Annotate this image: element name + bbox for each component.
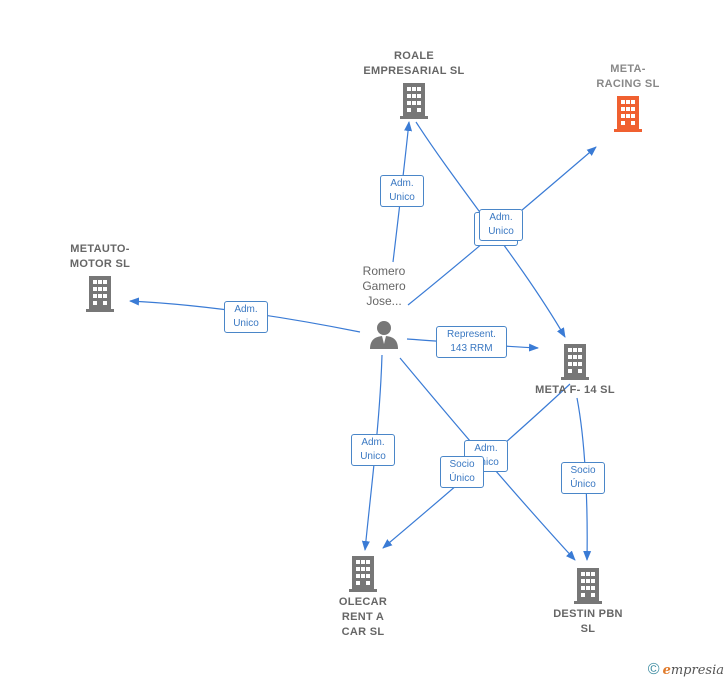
edge-label-socio-olecar[interactable]: Socio Único bbox=[440, 456, 484, 488]
edge-label-adm-roale[interactable]: Adm. Unico bbox=[380, 175, 424, 207]
company-node-olecar[interactable]: OLECAR RENT A CAR SL bbox=[318, 556, 408, 640]
building-icon bbox=[349, 556, 377, 592]
edge-label-socio-destin[interactable]: Socio Único bbox=[561, 462, 605, 494]
company-label-meta-f14[interactable]: META F- 14 SL bbox=[535, 384, 615, 396]
building-icon bbox=[561, 344, 589, 380]
building-icon bbox=[574, 568, 602, 604]
brand-logo-initial: e bbox=[662, 663, 671, 678]
building-icon bbox=[86, 276, 114, 312]
edge-label-adm-metauto[interactable]: Adm. Unico bbox=[224, 301, 268, 333]
company-label-roale[interactable]: ROALE EMPRESARIAL SL bbox=[363, 50, 465, 77]
company-label-metauto[interactable]: METAUTO- MOTOR SL bbox=[69, 243, 131, 270]
edge-label-adm-olecar[interactable]: Adm. Unico bbox=[351, 434, 395, 466]
building-icon bbox=[400, 83, 428, 119]
company-label-olecar[interactable]: OLECAR RENT A CAR SL bbox=[338, 596, 388, 638]
person-node[interactable]: Romero Gamero Jose... bbox=[344, 264, 424, 349]
edge-label-adm-meta-racing[interactable]: Adm. Unico bbox=[479, 209, 523, 241]
company-node-metauto[interactable]: METAUTO- MOTOR SL bbox=[50, 242, 150, 312]
brand-logo-text: mpresia bbox=[670, 663, 724, 678]
person-label[interactable]: Romero Gamero Jose... bbox=[362, 264, 406, 308]
person-icon bbox=[370, 321, 398, 349]
company-label-destin[interactable]: DESTIN PBN SL bbox=[553, 608, 623, 635]
company-node-meta-racing[interactable]: META- RACING SL bbox=[578, 62, 678, 132]
brand-footer: ©empresia bbox=[648, 661, 724, 679]
company-label-meta-racing[interactable]: META- RACING SL bbox=[596, 63, 660, 90]
company-node-destin[interactable]: DESTIN PBN SL bbox=[538, 568, 638, 637]
company-node-roale[interactable]: ROALE EMPRESARIAL SL bbox=[354, 49, 474, 119]
company-node-meta-f14[interactable]: META F- 14 SL bbox=[520, 344, 630, 398]
edge-label-represent[interactable]: Represent. 143 RRM bbox=[436, 326, 507, 358]
building-icon-main bbox=[614, 96, 642, 132]
copyright-icon: © bbox=[647, 661, 660, 678]
